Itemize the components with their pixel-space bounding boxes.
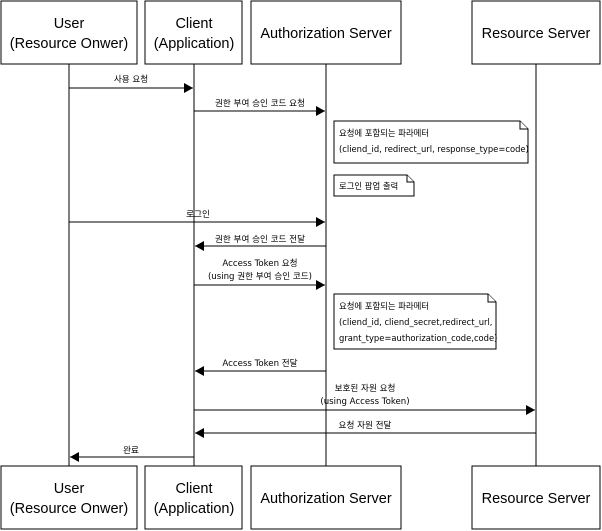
message-usage-request: 사용 요청 [69, 74, 193, 93]
participant-auth-name: Authorization Server [260, 491, 392, 507]
message-label-detail: (using 권한 부여 승인 코드) [208, 270, 312, 282]
note-auth-code-params: 요청에 포함되는 파라메터 (cliend_id, redirect_url, … [333, 120, 529, 164]
message-label: Access Token 전달 [222, 357, 297, 369]
participant-user-name: User [54, 481, 85, 497]
participant-client-role: (Application) [154, 36, 235, 52]
note-title: 로그인 팝업 출력 [339, 181, 398, 191]
note-title: 요청에 포함되는 파라메터 [339, 128, 429, 138]
note-token-params: 요청에 포함되는 파라메터 (cliend_id, cliend_secret,… [333, 293, 497, 350]
message-auth-code-delivery: 권한 부여 승인 코드 전달 [195, 233, 326, 251]
participant-user-top: User (Resource Onwer) [0, 0, 138, 65]
note-login-popup: 로그인 팝업 출력 [333, 174, 415, 197]
message-access-token-delivery: Access Token 전달 [195, 357, 326, 376]
message-label: 권한 부여 승인 코드 전달 [215, 233, 305, 245]
participant-client-role: (Application) [154, 501, 235, 517]
message-access-token-request: Access Token 요청 (using 권한 부여 승인 코드) [194, 258, 325, 290]
message-label: 사용 요청 [114, 74, 148, 85]
message-label: 보호된 자원 요청 [335, 382, 396, 394]
message-auth-code-request: 권한 부여 승인 코드 요청 [194, 97, 325, 116]
participant-user-name: User [54, 16, 85, 32]
message-resource-delivery: 요청 자원 전달 [195, 419, 536, 438]
note-body-continued: grant_type=authorization_code,code) [339, 333, 497, 343]
message-label: Access Token 요청 [222, 258, 297, 269]
message-label: 완료 [123, 445, 139, 456]
participant-auth-name: Authorization Server [260, 26, 392, 42]
message-label: 권한 부여 승인 코드 요청 [215, 97, 305, 109]
participant-auth-bottom: Authorization Server [250, 465, 402, 530]
message-protected-resource-request: 보호된 자원 요청 (using Access Token) [194, 382, 535, 415]
note-body: (cliend_id, cliend_secret,redirect_url, [339, 317, 492, 327]
participant-client-name: Client [175, 481, 212, 497]
participant-resource-name: Resource Server [482, 26, 591, 42]
participant-client-name: Client [175, 16, 212, 32]
note-body: (cliend_id, redirect_url, response_type=… [339, 144, 529, 154]
participant-user-role: (Resource Onwer) [10, 36, 128, 52]
participant-user-bottom: User (Resource Onwer) [0, 465, 138, 530]
participant-resource-bottom: Resource Server [471, 465, 601, 530]
message-label-detail: (using Access Token) [320, 397, 409, 407]
participant-client-bottom: Client (Application) [144, 465, 243, 530]
message-login: 로그인 [69, 209, 325, 227]
note-title: 요청에 포함되는 파라메터 [339, 301, 429, 311]
message-label: 요청 자원 전달 [339, 419, 392, 431]
participant-user-role: (Resource Onwer) [10, 501, 128, 517]
participant-auth-top: Authorization Server [250, 0, 402, 65]
message-complete: 완료 [70, 445, 194, 462]
participant-client-top: Client (Application) [144, 0, 243, 65]
participant-resource-name: Resource Server [482, 491, 591, 507]
message-label: 로그인 [186, 209, 210, 220]
participant-resource-top: Resource Server [471, 0, 601, 65]
